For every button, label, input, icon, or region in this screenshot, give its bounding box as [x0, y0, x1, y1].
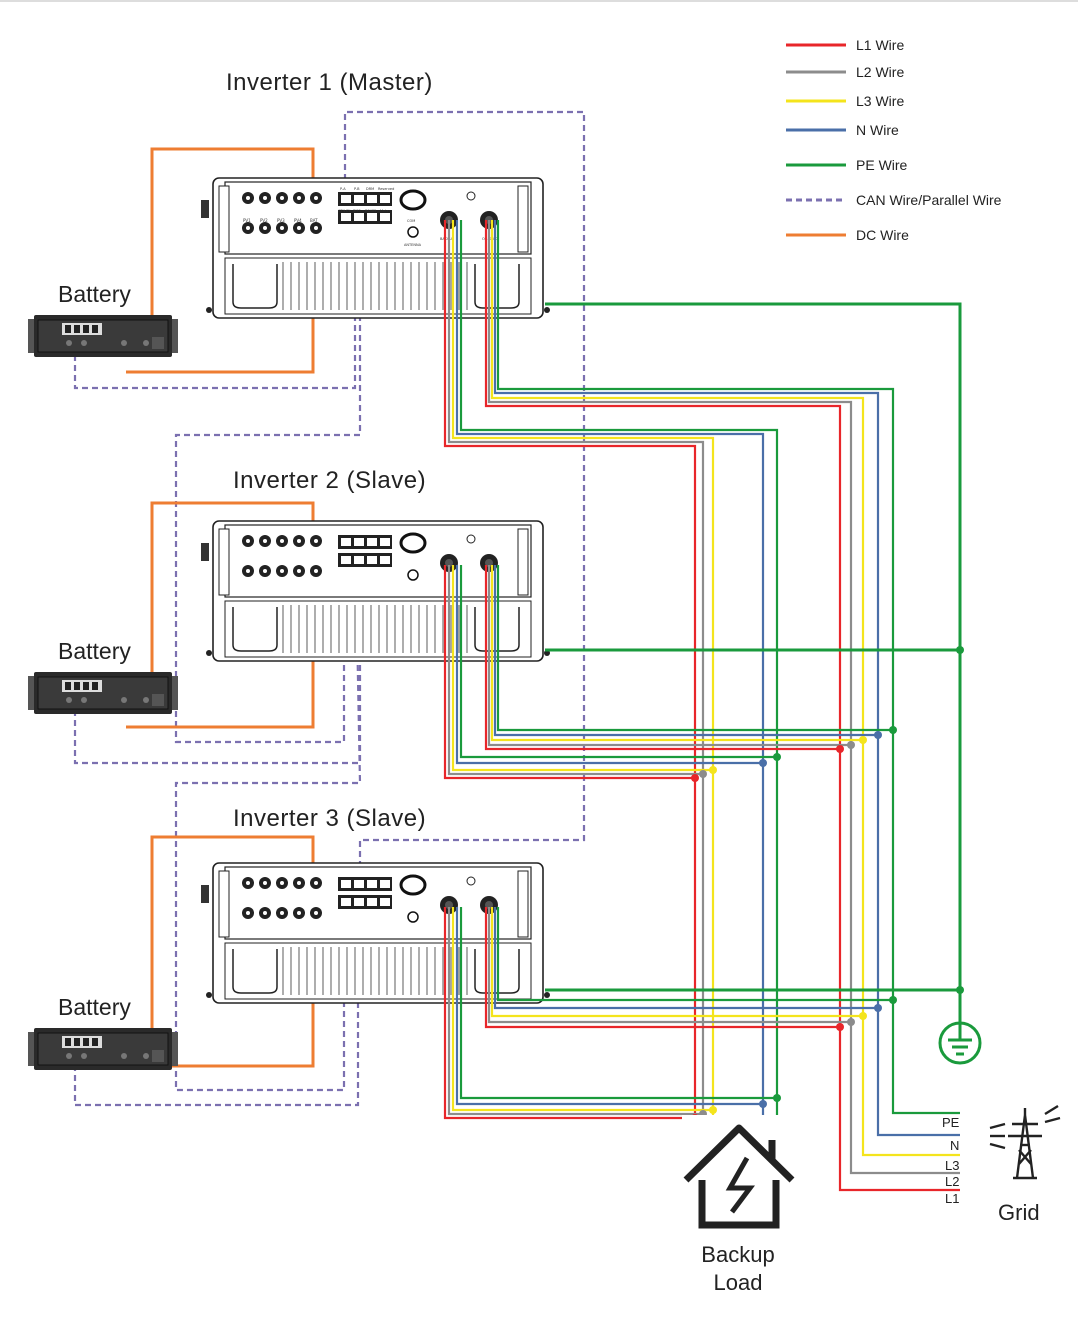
antenna-label: ANTENNA [404, 243, 422, 247]
inverter-2-title: Inverter 2 (Slave) [233, 467, 426, 494]
pv2-label: PV2 [260, 218, 268, 223]
backup-port-label: BACKUP [440, 237, 454, 241]
grid-terminal-n: N [950, 1138, 959, 1153]
backup-load-label-1: Backup [701, 1242, 774, 1267]
port-rs485-label: RS485 [365, 209, 376, 213]
port-drm-label: DRM [366, 187, 374, 191]
grid-terminal-l3: L3 [945, 1158, 959, 1173]
legend-label-l1: L1 Wire [856, 37, 904, 53]
battery-3 [27, 1027, 179, 1071]
inverter-3-title: Inverter 3 (Slave) [233, 805, 426, 832]
legend-label-can: CAN Wire/Parallel Wire [856, 192, 1002, 208]
junction-dots [691, 646, 964, 1122]
battery-1 [27, 314, 179, 358]
legend-label-l2: L2 Wire [856, 64, 904, 80]
grid-terminals: PE N L3 L2 L1 [942, 1115, 960, 1206]
pv4-label: PV4 [294, 218, 302, 223]
bat-label: BAT [310, 218, 318, 223]
port-pa-label: P-A [340, 187, 346, 191]
port-reserved-label: Reserved [378, 187, 394, 191]
grid-label: Grid [998, 1200, 1040, 1225]
dc-wires [126, 147, 315, 1068]
port-ct-label: CT/LCY [338, 209, 351, 213]
backup-load-label-2: Load [714, 1270, 763, 1295]
transmission-tower-icon [989, 1104, 1061, 1180]
battery-3-label: Battery [58, 994, 131, 1020]
legend-label-pe: PE Wire [856, 157, 908, 173]
grid-terminal-pe: PE [942, 1115, 960, 1130]
legend: L1 Wire L2 Wire L3 Wire N Wire PE Wire C… [786, 37, 1002, 243]
port-meter-label: Meter [380, 209, 391, 213]
pe-earth-wires [545, 302, 962, 1022]
grid-terminal-l1: L1 [945, 1191, 959, 1206]
battery-2 [27, 671, 179, 715]
earth-ground-icon [938, 1021, 982, 1065]
legend-label-n: N Wire [856, 122, 899, 138]
pv1-label: PV1 [243, 218, 251, 223]
grid-terminal-l2: L2 [945, 1174, 959, 1189]
house-load-icon [682, 1115, 797, 1229]
battery-1-label: Battery [58, 281, 131, 307]
legend-label-l3: L3 Wire [856, 93, 904, 109]
com-label: COM [407, 219, 415, 223]
ac-wires [443, 220, 960, 1192]
legend-label-dc: DC Wire [856, 227, 909, 243]
inverter-1-title: Inverter 1 (Master) [226, 69, 433, 96]
port-bms-label: BMS [353, 209, 361, 213]
battery-2-label: Battery [58, 638, 131, 664]
port-pb-label: P-B [354, 187, 360, 191]
pv3-label: PV3 [277, 218, 285, 223]
